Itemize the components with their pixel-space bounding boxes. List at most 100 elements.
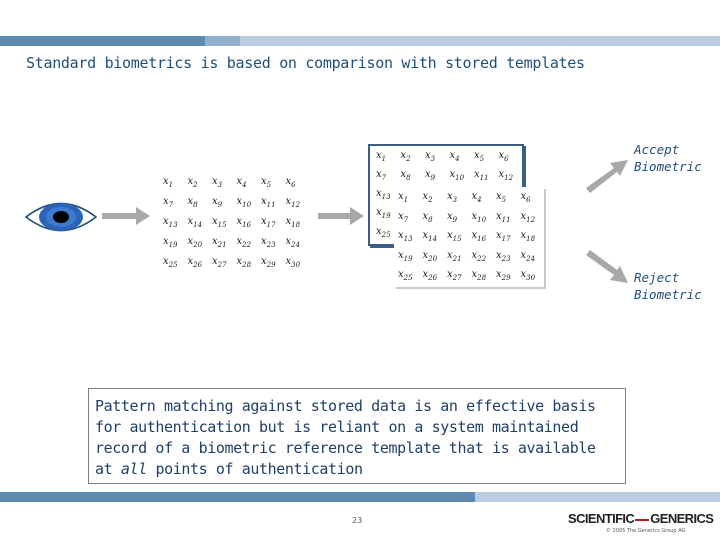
grid-cell: x16 bbox=[471, 230, 487, 243]
explanation-emphasis: all bbox=[120, 460, 147, 478]
grid-cell: x17 bbox=[261, 216, 276, 229]
grid-cell: x21 bbox=[447, 249, 462, 263]
grid-cell: x30 bbox=[285, 256, 301, 269]
grid-cell: x3 bbox=[447, 191, 458, 204]
grid-cell: x22 bbox=[236, 236, 252, 249]
company-logo: SCIENTIFIC GENERICS bbox=[568, 511, 714, 526]
grid-cell: x29 bbox=[496, 269, 511, 282]
grid-cell: x12 bbox=[498, 169, 514, 182]
grid-cell: x27 bbox=[447, 269, 462, 282]
grid-cell: x5 bbox=[474, 150, 485, 163]
grid-cell: x13 bbox=[398, 230, 413, 243]
footer-bar-light bbox=[475, 492, 720, 502]
logo-bar bbox=[635, 518, 650, 521]
grid-cell: x15 bbox=[212, 216, 227, 229]
grid-cell: x13 bbox=[376, 188, 391, 201]
grid-cell: x6 bbox=[520, 191, 531, 204]
grid-cell: x2 bbox=[187, 176, 198, 189]
grid-cell: x8 bbox=[187, 196, 198, 209]
grid-cell: x9 bbox=[447, 210, 458, 224]
grid-cell: x6 bbox=[285, 176, 296, 189]
explanation-text-1: Pattern matching against stored data is … bbox=[95, 397, 596, 478]
grid-cell: x17 bbox=[496, 230, 511, 243]
grid-cell: x8 bbox=[422, 210, 433, 224]
template-grid-captured: x1 x2 x3 x4 x5 x6 x7 x8 x9 x10 x11 x12 x13 x14 x15 x16 x… bbox=[160, 173, 308, 273]
grid-cell: x11 bbox=[261, 196, 276, 209]
grid-cell: x16 bbox=[236, 216, 252, 229]
grid-cell: x28 bbox=[471, 269, 487, 282]
grid-cell: x10 bbox=[471, 210, 487, 224]
grid-cell: x24 bbox=[520, 249, 536, 263]
grid-cell: x20 bbox=[187, 236, 203, 249]
reject-label-line1: Reject bbox=[634, 270, 680, 285]
grid-cell: x2 bbox=[400, 150, 411, 163]
grid-cell: x22 bbox=[471, 249, 487, 263]
grid-cell: x10 bbox=[236, 196, 252, 209]
grid-cell: x5 bbox=[496, 191, 507, 204]
logo-left: SCIENTIFIC bbox=[568, 511, 635, 526]
grid-cell: x19 bbox=[163, 236, 178, 249]
arrow-down-right-icon bbox=[586, 250, 628, 283]
grid-cell: x8 bbox=[400, 169, 411, 182]
grid-cell: x14 bbox=[187, 216, 203, 229]
grid-cell: x28 bbox=[236, 256, 252, 269]
grid-cell: x3 bbox=[212, 176, 223, 189]
arrow-up-right-icon bbox=[586, 160, 628, 193]
grid-cell: x7 bbox=[376, 169, 387, 182]
grid-cell: x4 bbox=[236, 176, 247, 189]
eye-icon bbox=[24, 202, 98, 232]
grid-cell: x15 bbox=[447, 230, 462, 243]
grid-cell: x9 bbox=[212, 196, 223, 209]
grid-cell: x26 bbox=[187, 256, 203, 269]
grid-cell: x1 bbox=[398, 191, 409, 204]
grid-cell: x12 bbox=[285, 196, 301, 209]
logo-right: GENERICS bbox=[650, 511, 714, 526]
grid-cell: x4 bbox=[471, 191, 482, 204]
accept-label-line1: Accept bbox=[634, 142, 680, 157]
grid-cell: x5 bbox=[261, 176, 272, 189]
grid-cell: x12 bbox=[520, 210, 536, 224]
header-bar-dark bbox=[0, 36, 205, 46]
grid-cell: x1 bbox=[376, 150, 387, 163]
grid-cell: x14 bbox=[422, 230, 438, 243]
grid-cell: x25 bbox=[163, 256, 178, 269]
grid-cell: x10 bbox=[449, 169, 465, 182]
explanation-textbox: Pattern matching against stored data is … bbox=[88, 388, 626, 484]
grid-cell: x23 bbox=[261, 236, 276, 249]
copyright: © 2005 The Generics Group AG bbox=[606, 528, 686, 534]
grid-cell: x19 bbox=[376, 207, 391, 220]
header-bar bbox=[0, 36, 720, 46]
accept-label-line2: Biometric bbox=[634, 159, 702, 174]
grid-cell: x3 bbox=[425, 150, 436, 163]
grid-cell: x30 bbox=[520, 269, 536, 282]
header-bar-light bbox=[240, 36, 720, 46]
grid-cell: x25 bbox=[376, 226, 391, 239]
grid-cell: x20 bbox=[422, 249, 438, 263]
arrow-right-icon bbox=[102, 207, 150, 225]
grid-cell: x6 bbox=[498, 150, 509, 163]
grid-cell: x13 bbox=[163, 216, 178, 229]
slide-title: Standard biometrics is based on comparis… bbox=[26, 54, 585, 72]
grid-cell: x23 bbox=[496, 249, 511, 263]
grid-cell: x26 bbox=[422, 269, 438, 282]
grid-cell: x11 bbox=[474, 169, 489, 182]
page-number: 23 bbox=[352, 516, 363, 525]
grid-cell: x19 bbox=[398, 249, 413, 263]
arrow-right-icon bbox=[318, 207, 364, 225]
reject-label-line2: Biometric bbox=[634, 287, 702, 302]
reject-label: Reject Biometric bbox=[634, 269, 702, 303]
grid-cell: x18 bbox=[520, 230, 536, 243]
grid-cell: x1 bbox=[163, 176, 174, 189]
grid-cell: x25 bbox=[398, 269, 413, 282]
header-bar-mid bbox=[205, 36, 240, 46]
grid-cell: x18 bbox=[285, 216, 301, 229]
grid-cell: x29 bbox=[261, 256, 276, 269]
explanation-text-2: points of authentication bbox=[146, 460, 363, 478]
grid-cell: x7 bbox=[163, 196, 174, 209]
grid-cell: x27 bbox=[212, 256, 227, 269]
grid-cell: x21 bbox=[212, 236, 227, 249]
grid-cell: x11 bbox=[496, 210, 511, 224]
grid-cell: x7 bbox=[398, 210, 409, 224]
grid-cell: x24 bbox=[285, 236, 301, 249]
